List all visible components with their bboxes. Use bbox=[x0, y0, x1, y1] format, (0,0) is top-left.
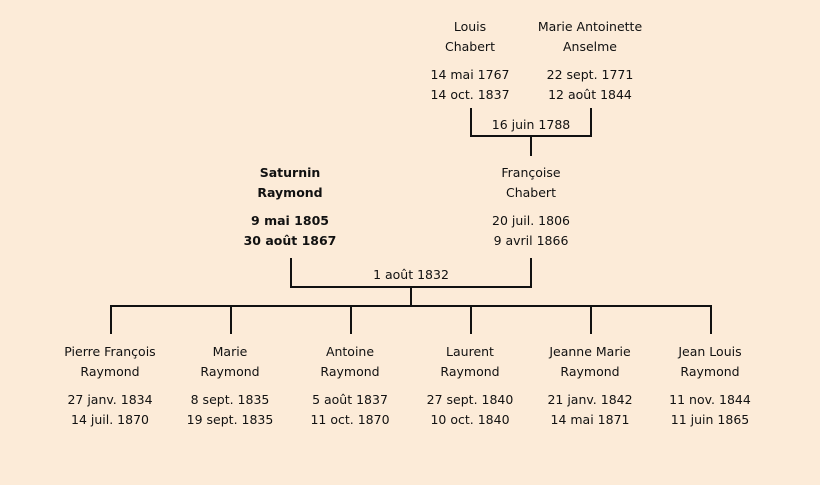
person-first-name: Saturnin bbox=[259, 165, 321, 180]
person-last-name: Chabert bbox=[506, 185, 556, 200]
connector-line bbox=[110, 305, 712, 307]
person-death: 10 oct. 1840 bbox=[430, 412, 510, 427]
person-last-name: Raymond bbox=[560, 364, 620, 379]
connector-line bbox=[230, 305, 232, 334]
person-francoise-chabert[interactable]: Françoise Chabert 20 juil. 1806 9 avril … bbox=[446, 163, 616, 251]
marriage-date: 16 juin 1788 bbox=[491, 117, 571, 132]
person-last-name: Chabert bbox=[445, 39, 495, 54]
person-death: 14 juil. 1870 bbox=[71, 412, 149, 427]
person-last-name: Anselme bbox=[562, 39, 618, 54]
person-first-name: Françoise bbox=[501, 165, 561, 180]
person-death: 30 août 1867 bbox=[243, 233, 337, 248]
person-death: 9 avril 1866 bbox=[493, 233, 569, 248]
person-birth: 11 nov. 1844 bbox=[669, 392, 751, 407]
person-child[interactable]: Jeanne Marie Raymond 21 janv. 1842 14 ma… bbox=[505, 342, 675, 430]
person-birth: 8 sept. 1835 bbox=[190, 392, 270, 407]
connector-line bbox=[470, 305, 472, 334]
person-death: 12 août 1844 bbox=[548, 87, 632, 102]
person-marie-antoinette-anselme[interactable]: Marie Antoinette Anselme 22 sept. 1771 1… bbox=[505, 17, 675, 105]
connector-line bbox=[530, 135, 532, 156]
connector-line bbox=[470, 108, 472, 137]
marriage-date: 1 août 1832 bbox=[373, 267, 449, 282]
person-first-name: Louis bbox=[453, 19, 487, 34]
person-first-name: Pierre François bbox=[64, 344, 156, 359]
person-first-name: Antoine bbox=[325, 344, 375, 359]
person-birth: 27 janv. 1834 bbox=[67, 392, 153, 407]
person-last-name: Raymond bbox=[320, 364, 380, 379]
person-last-name: Raymond bbox=[200, 364, 260, 379]
person-saturnin-raymond[interactable]: Saturnin Raymond 9 mai 1805 30 août 1867 bbox=[205, 163, 375, 251]
person-birth: 22 sept. 1771 bbox=[546, 67, 634, 82]
person-death: 14 mai 1871 bbox=[550, 412, 630, 427]
person-first-name: Marie bbox=[212, 344, 248, 359]
person-first-name: Laurent bbox=[446, 344, 494, 359]
connector-line bbox=[530, 258, 532, 288]
connector-line bbox=[350, 305, 352, 334]
person-child[interactable]: Antoine Raymond 5 août 1837 11 oct. 1870 bbox=[265, 342, 435, 430]
person-first-name: Marie Antoinette bbox=[537, 19, 643, 34]
connector-line bbox=[410, 286, 412, 307]
person-child[interactable]: Pierre François Raymond 27 janv. 1834 14… bbox=[25, 342, 195, 430]
person-last-name: Raymond bbox=[440, 364, 500, 379]
person-child[interactable]: Marie Raymond 8 sept. 1835 19 sept. 1835 bbox=[145, 342, 315, 430]
person-birth: 20 juil. 1806 bbox=[492, 213, 570, 228]
person-birth: 14 mai 1767 bbox=[430, 67, 510, 82]
person-first-name: Jeanne Marie bbox=[549, 344, 631, 359]
person-birth: 27 sept. 1840 bbox=[426, 392, 514, 407]
person-first-name: Jean Louis bbox=[678, 344, 742, 359]
person-death: 19 sept. 1835 bbox=[186, 412, 274, 427]
person-birth: 9 mai 1805 bbox=[251, 213, 329, 228]
connector-line bbox=[710, 305, 712, 334]
connector-line bbox=[590, 108, 592, 137]
connector-line bbox=[590, 305, 592, 334]
connector-line bbox=[290, 258, 292, 288]
person-child[interactable]: Laurent Raymond 27 sept. 1840 10 oct. 18… bbox=[385, 342, 555, 430]
person-death: 11 juin 1865 bbox=[670, 412, 750, 427]
person-death: 11 oct. 1870 bbox=[310, 412, 390, 427]
person-death: 14 oct. 1837 bbox=[430, 87, 510, 102]
person-last-name: Raymond bbox=[80, 364, 140, 379]
person-last-name: Raymond bbox=[680, 364, 740, 379]
person-louis-chabert[interactable]: Louis Chabert 14 mai 1767 14 oct. 1837 bbox=[385, 17, 555, 105]
connector-line bbox=[110, 305, 112, 334]
person-birth: 21 janv. 1842 bbox=[547, 392, 633, 407]
person-birth: 5 août 1837 bbox=[312, 392, 388, 407]
person-last-name: Raymond bbox=[257, 185, 323, 200]
person-child[interactable]: Jean Louis Raymond 11 nov. 1844 11 juin … bbox=[625, 342, 795, 430]
